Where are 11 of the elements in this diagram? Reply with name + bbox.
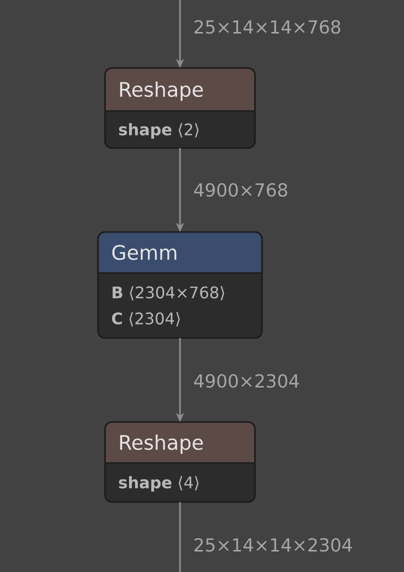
node-title: Reshape bbox=[120, 434, 203, 454]
attribute-text: shape ⟨2⟩ bbox=[119, 123, 199, 139]
edge-label: 25×14×14×2304 bbox=[194, 538, 352, 552]
attribute-text: C ⟨2304⟩ bbox=[112, 312, 180, 326]
node-title: Gemm bbox=[112, 244, 176, 260]
edge-label: 4900×2304 bbox=[194, 374, 299, 388]
node-title: Reshape bbox=[120, 82, 203, 101]
edge-label: 25×14×14×768 bbox=[194, 20, 340, 34]
attribute-text: B ⟨2304×768⟩ bbox=[112, 286, 224, 300]
attribute-text: shape ⟨4⟩ bbox=[119, 476, 199, 492]
edge-label: 4900×768 bbox=[194, 183, 288, 197]
